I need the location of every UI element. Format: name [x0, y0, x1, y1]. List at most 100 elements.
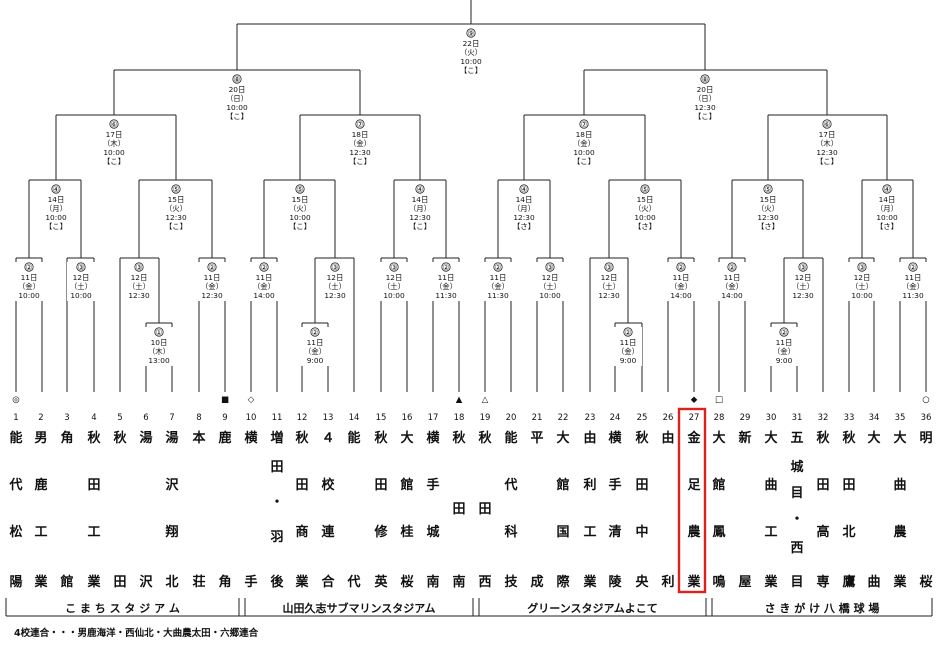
match-weekday: （月） [409, 204, 431, 213]
team-name-char: 館 [60, 574, 73, 590]
team-name-char: 鹿 [34, 477, 47, 493]
match-number-icon [798, 262, 808, 272]
team-number: 32 [818, 413, 829, 423]
team-name-char: 業 [33, 574, 48, 590]
match-number: ② [624, 328, 631, 337]
match-number: ② [311, 328, 318, 337]
team-name-char: 秋 [295, 430, 309, 446]
team-name-char: 松 [9, 524, 22, 540]
seed-mark-icon: ◎ [12, 395, 19, 405]
match-day: 20日 [229, 85, 246, 94]
team-name-char: 秋 [452, 430, 466, 446]
match-time: 11:30 [902, 291, 924, 300]
team-name-char: 羽 [270, 530, 283, 545]
seed-mark-icon: ○ [922, 395, 929, 405]
venue-label: 山田久志サブマリンスタジアム [282, 601, 435, 615]
match-number: ② [25, 263, 32, 272]
match-number-icon [700, 74, 710, 84]
team-name-char: 荘 [192, 574, 205, 590]
match-day: 14日 [412, 195, 429, 204]
match-number: ② [442, 263, 449, 272]
team-name-char: 男 [34, 431, 47, 446]
match-number: ③ [605, 263, 612, 272]
team-name-char: 曲 [893, 477, 906, 493]
match-day: 11日 [490, 273, 507, 282]
match-time: 12:30 [128, 291, 150, 300]
match-day: 12日 [327, 273, 344, 282]
team-name-char: 田 [842, 478, 855, 493]
team-name-char: 手 [608, 477, 621, 493]
match-number-icon [295, 184, 305, 194]
team-name-char: 桜 [919, 574, 932, 590]
team-name-char: 田 [635, 478, 648, 493]
team-name-char: 南 [426, 574, 439, 590]
match-time: 10:00 [226, 103, 248, 112]
seed-mark-icon: ◇ [248, 395, 255, 405]
team-name-char: 高 [816, 524, 829, 540]
match-time: 10:00 [634, 213, 656, 222]
match-day: 17日 [819, 130, 836, 139]
match-time: 13:00 [148, 356, 170, 365]
match-day: 10日 [151, 338, 168, 347]
match-time: 11:30 [487, 291, 509, 300]
match-number-icon [763, 184, 773, 194]
match-number-icon [389, 262, 399, 272]
team-name-char: 英 [373, 574, 388, 590]
team-name-char: 秋 [816, 430, 830, 446]
team-name-char: 目 [790, 486, 803, 501]
match-number-icon [623, 327, 633, 337]
match-number: ⑧ [233, 75, 240, 84]
team-3: 3角館 [60, 413, 73, 590]
match-number-icon [727, 262, 737, 272]
team-name-char: 館 [400, 477, 413, 493]
match-venue: 【こ】 [349, 157, 371, 166]
match-number-icon [640, 184, 650, 194]
match-day: 11日 [256, 273, 273, 282]
team-name-char: 田 [452, 502, 465, 517]
team-name-char: 五 [790, 431, 803, 446]
match-day: 11日 [673, 273, 690, 282]
team-name-char: 鷹 [842, 574, 855, 590]
team-name-char: 工 [34, 525, 47, 540]
team-name-char: 城 [790, 459, 803, 475]
match-number-icon [676, 262, 686, 272]
team-number: 14 [349, 413, 360, 423]
team-8: 8本荘 [192, 413, 205, 590]
team-name-char: 田 [295, 478, 308, 493]
match-day: 11日 [620, 338, 637, 347]
team-name-char: 陵 [608, 574, 622, 590]
team-name-char: 代 [503, 477, 517, 493]
match-number-icon [604, 262, 614, 272]
seed-mark-icon: ■ [221, 395, 229, 405]
match-time: 14:00 [253, 291, 275, 300]
team-number: 25 [637, 413, 648, 423]
team-name-char: 大 [893, 430, 906, 446]
match-day: 18日 [576, 130, 593, 139]
venue-label: グリーンスタジアムよこて [527, 601, 657, 615]
match-time: 10:00 [383, 291, 405, 300]
team-name-char: 田 [270, 460, 283, 475]
match-number: ⑧ [701, 75, 708, 84]
match-weekday: （火） [757, 204, 779, 213]
team-name-char: 業 [86, 574, 101, 590]
team-name-char: 湯 [165, 430, 178, 446]
match-venue: 【こ】 [289, 222, 311, 231]
match-day: 11日 [204, 273, 221, 282]
team-name-char: 陽 [9, 574, 22, 590]
match-number-icon [171, 184, 181, 194]
